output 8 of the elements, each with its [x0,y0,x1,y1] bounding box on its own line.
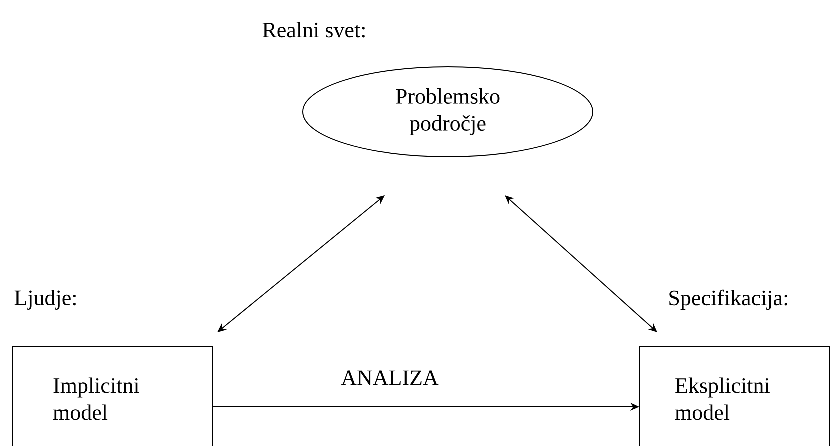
heading: Specifikacija: [670,290,788,310]
edge-label: ANALIZA [340,370,440,386]
ellipse-node: Problemsko področje [302,66,594,158]
heading: Ljudje: [14,290,76,310]
heading: Realni svet: [262,22,365,38]
arrow [505,196,658,332]
model-box: Eksplicitni model [640,346,830,446]
model-box: Implicitni model [12,346,214,446]
